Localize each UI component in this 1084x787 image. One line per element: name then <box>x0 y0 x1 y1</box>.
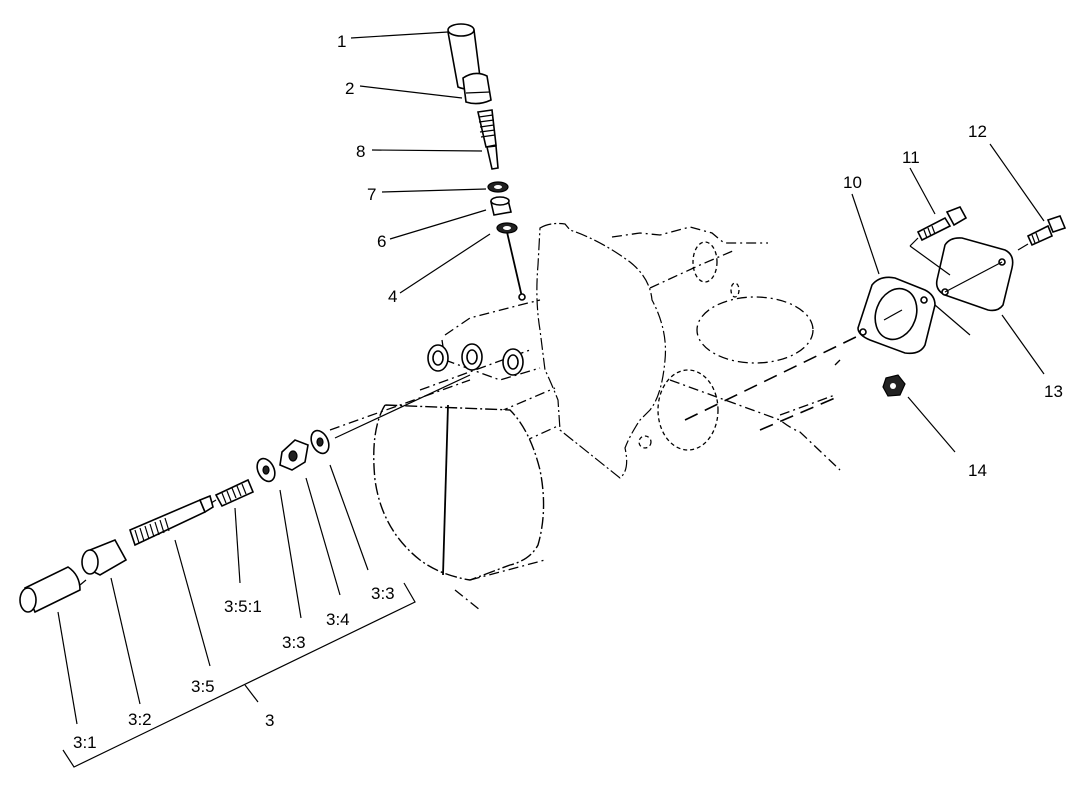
callout-3-5-1: 3:5:1 <box>224 597 262 616</box>
callout-3-3-b: 3:3 <box>371 584 395 603</box>
callout-3-4: 3:4 <box>326 610 350 629</box>
callout-3-1: 3:1 <box>73 733 97 752</box>
callout-8: 8 <box>356 142 366 161</box>
callout-10: 10 <box>843 173 862 192</box>
callout-6: 6 <box>377 232 387 251</box>
callout-11: 11 <box>902 148 920 167</box>
callout-14: 14 <box>968 461 987 480</box>
housing <box>329 222 861 611</box>
valve-group-3 <box>19 374 471 614</box>
callout-13: 13 <box>1044 382 1063 401</box>
right-cover-parts <box>857 206 1067 397</box>
callout-3-2: 3:2 <box>128 710 152 729</box>
top-valve-stack <box>447 23 518 234</box>
callout-1: 1 <box>337 32 347 51</box>
callout-3: 3 <box>265 711 275 730</box>
leader-lines <box>57 31 1045 768</box>
callout-3-5: 3:5 <box>191 677 215 696</box>
callout-7: 7 <box>367 185 377 204</box>
callout-2: 2 <box>345 79 355 98</box>
callout-3-3-a: 3:3 <box>282 633 306 652</box>
callout-4: 4 <box>388 287 398 306</box>
callout-12: 12 <box>968 122 987 141</box>
